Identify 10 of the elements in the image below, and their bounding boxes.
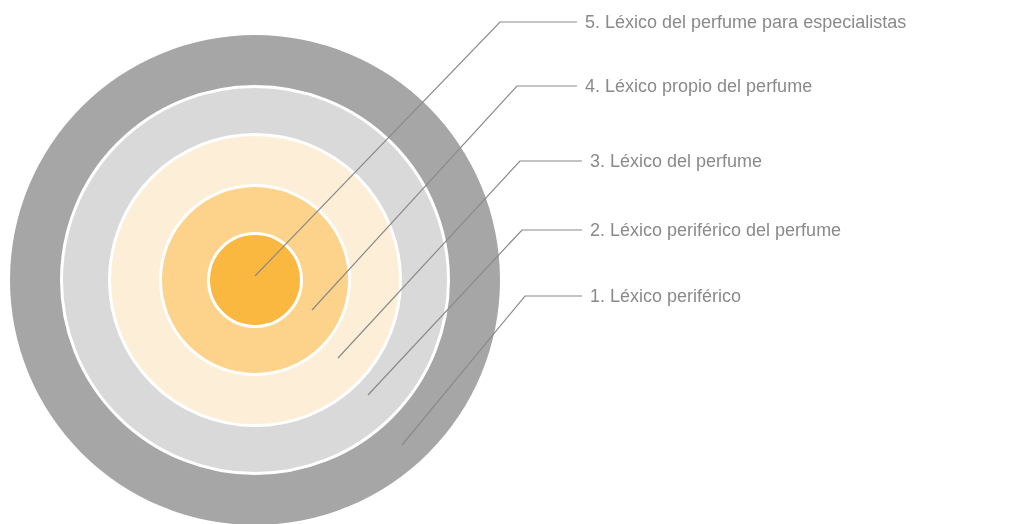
ring-label: 2. Léxico periférico del perfume [590,219,842,241]
ring-label: 1. Léxico periférico [590,285,742,307]
ring-label: 3. Léxico del perfume [590,150,763,172]
leader-line [254,21,578,277]
leader-line [311,85,578,311]
ring-label: 4. Léxico propio del perfume [585,75,813,97]
leader-line [337,160,583,359]
leader-line [367,229,583,396]
leader-line [401,295,583,446]
ring-label: 5. Léxico del perfume para especialistas [585,11,907,33]
